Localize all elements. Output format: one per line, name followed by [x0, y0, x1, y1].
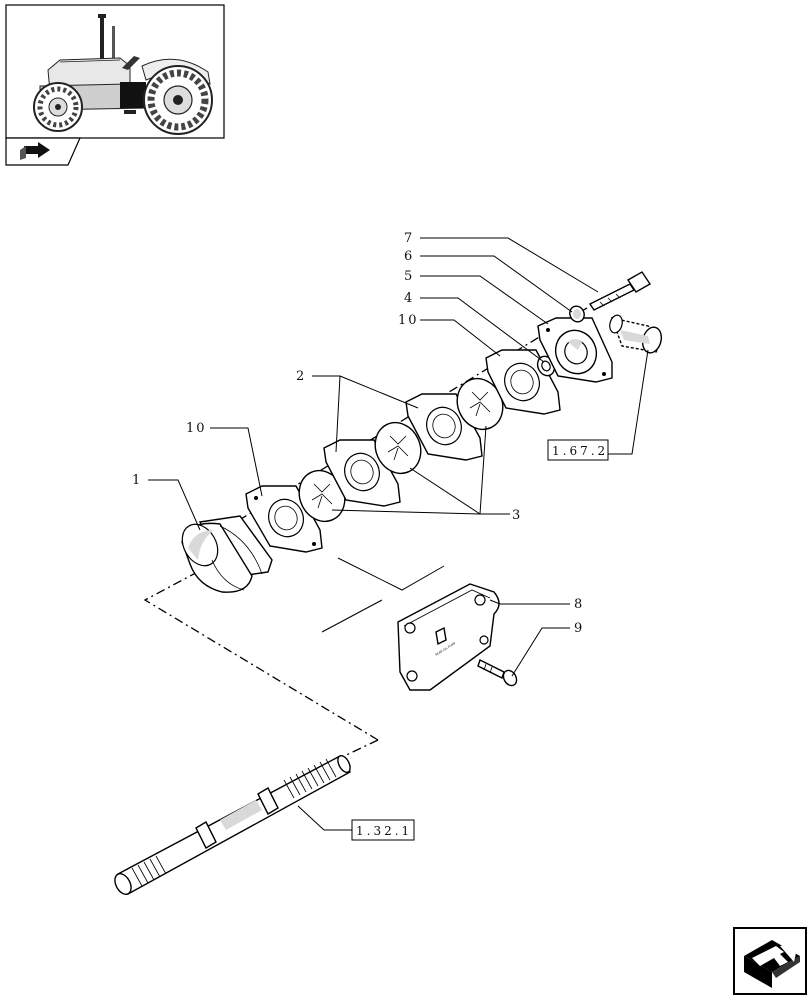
part-5-end-plate	[537, 317, 613, 383]
reference-box-1-67-2[interactable]: 1.67.2	[547, 439, 609, 461]
shaft-assembly-path	[143, 567, 379, 741]
callout-1: 1	[132, 473, 142, 488]
shaft-component	[114, 755, 351, 895]
callout-6: 6	[404, 249, 414, 264]
reference-label-1-32-1: 1.32.1	[356, 824, 412, 838]
callout-10-upper: 10	[398, 313, 419, 328]
part-8-cover-plate: REAR OIL PUMP	[397, 583, 500, 691]
part-1-housing	[181, 515, 273, 593]
part-7-bolt	[588, 271, 651, 311]
reference-box-1-32-1[interactable]: 1.32.1	[351, 819, 415, 841]
callout-10-lower: 10	[186, 421, 207, 436]
callout-9: 9	[574, 621, 584, 636]
section-arrow-icon[interactable]	[5, 137, 81, 166]
part-3-friction-disc-a	[298, 469, 346, 523]
part-3-friction-disc-b	[374, 421, 422, 475]
pipe-fitting-component	[609, 314, 663, 354]
shaft-assembly-path-end	[339, 739, 379, 759]
tractor-thumbnail-icon[interactable]	[5, 4, 225, 139]
callout-7: 7	[404, 231, 414, 246]
callout-3: 3	[512, 508, 522, 523]
next-page-arrow-icon[interactable]	[733, 927, 807, 995]
alignment-line-b	[321, 599, 383, 633]
callout-8: 8	[574, 597, 584, 612]
leader-lines	[148, 237, 649, 831]
callout-2: 2	[296, 369, 306, 384]
reference-label-1-67-2: 1.67.2	[552, 444, 608, 458]
callout-5: 5	[404, 269, 414, 284]
callout-4: 4	[404, 291, 414, 306]
part-6-washer	[569, 305, 585, 323]
alignment-line-a	[337, 557, 445, 591]
